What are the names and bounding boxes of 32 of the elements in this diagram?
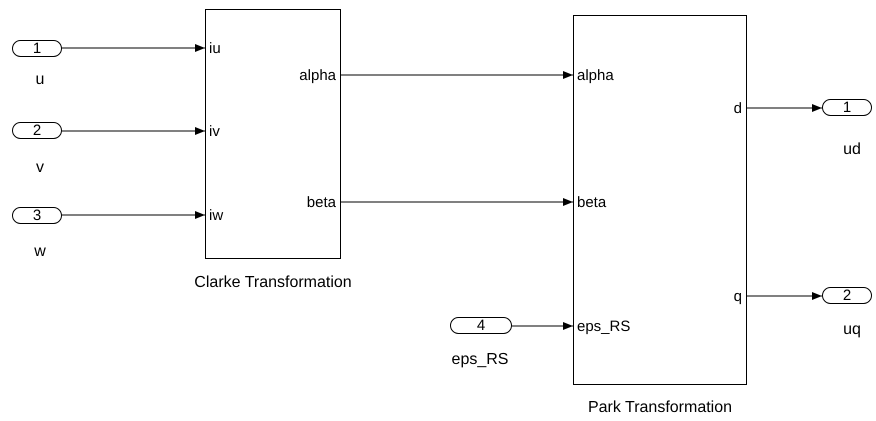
arrow	[62, 44, 206, 52]
inport-block: 4	[450, 317, 512, 334]
port-label: iw	[209, 207, 224, 225]
outport-block: 2	[822, 287, 872, 304]
arrow	[62, 127, 206, 135]
port-label: eps_RS	[577, 318, 630, 336]
arrow	[512, 322, 574, 330]
port-label: d	[734, 100, 742, 118]
port-label: beta	[577, 194, 606, 212]
arrow	[746, 104, 822, 112]
arrow	[340, 71, 574, 79]
block-title: Park Transformation	[588, 399, 732, 417]
port-label: iv	[209, 123, 220, 141]
arrow	[746, 292, 822, 300]
outport-block: 1	[822, 99, 872, 116]
inport-block: 2	[12, 122, 62, 139]
arrow	[340, 198, 574, 206]
inport-block: 3	[12, 207, 62, 224]
port-name: v	[36, 159, 44, 177]
port-name: eps_RS	[452, 351, 508, 369]
arrow	[62, 211, 206, 219]
port-label: alpha	[577, 67, 614, 85]
port-name: ud	[843, 141, 861, 159]
port-name: uq	[843, 321, 861, 339]
port-name: w	[34, 243, 46, 261]
port-label: q	[734, 288, 742, 306]
inport-block: 1	[12, 40, 62, 57]
port-label: alpha	[299, 67, 336, 85]
port-name: u	[36, 71, 44, 89]
port-label: beta	[306, 194, 336, 212]
port-label: iu	[209, 40, 221, 58]
block-title: Clarke Transformation	[194, 274, 352, 292]
